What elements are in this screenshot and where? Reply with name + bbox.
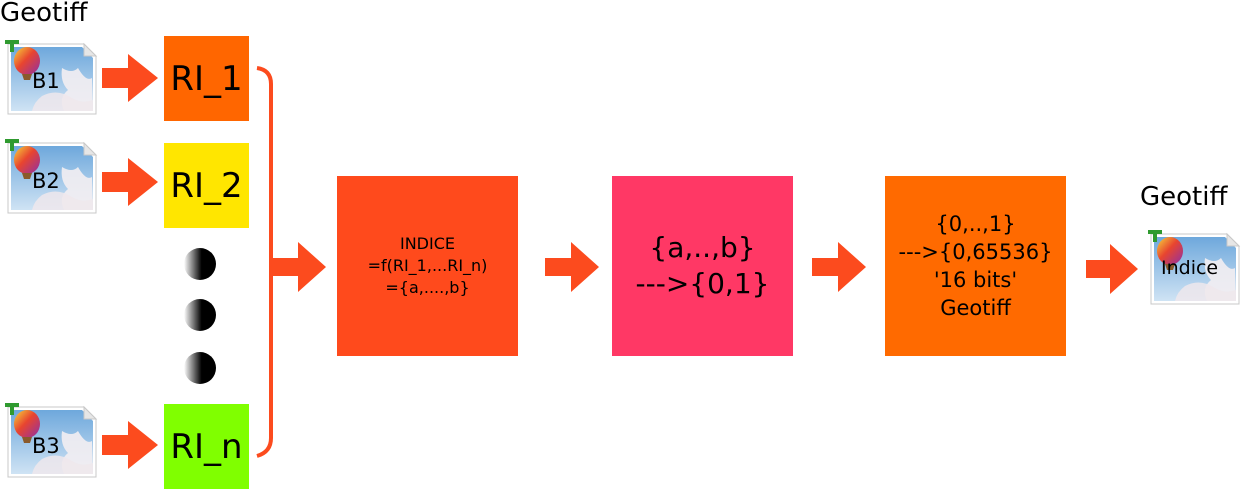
- geotiff16-line: '16 bits': [933, 268, 1018, 292]
- arrow-right-icon: [270, 242, 326, 292]
- file-caption-b1: B1: [32, 69, 60, 93]
- arrow-right-icon: [1086, 244, 1138, 294]
- ellipsis-dot: [184, 299, 216, 331]
- ellipsis-dot: [184, 352, 216, 384]
- normalize-line: --->{0,1}: [635, 267, 770, 300]
- ri-box-1: RI_1: [164, 36, 249, 121]
- geotiff16-line: {0,..,1}: [935, 212, 1016, 236]
- ri-box-2: RI_2: [164, 143, 249, 228]
- normalize-line: {a,..,b}: [649, 231, 756, 264]
- indice-line: INDICE: [399, 234, 455, 253]
- geotiff-file-icon: B2: [2, 137, 98, 215]
- geotiff-file-icon: B3: [2, 401, 98, 479]
- geotiff-file-icon: B1: [2, 38, 98, 116]
- file-caption-indice: Indice: [1161, 257, 1219, 279]
- arrow-right-icon: [102, 158, 158, 206]
- normalize-box: {a,..,b} --->{0,1}: [612, 176, 793, 356]
- ellipsis-dot: [184, 248, 216, 280]
- indice-line: =f(RI_1,...RI_n): [367, 256, 488, 275]
- input-geotiff-title: Geotiff: [0, 0, 88, 28]
- geotiff-file-icon: Indice: [1145, 228, 1241, 306]
- geotiff16-line: --->{0,65536}: [898, 240, 1053, 264]
- file-caption-b3: B3: [32, 434, 60, 458]
- indice-formula-box: INDICE =f(RI_1,...RI_n) ={a,....,b}: [337, 176, 518, 356]
- geotiff-16bit-box: {0,..,1} --->{0,65536} '16 bits' Geotiff: [885, 176, 1066, 356]
- arrow-right-icon: [102, 421, 158, 469]
- indice-line: ={a,....,b}: [385, 278, 470, 297]
- arrow-right-icon: [545, 242, 599, 292]
- ri-box-n: RI_n: [164, 404, 249, 489]
- output-geotiff-title: Geotiff: [1140, 182, 1228, 212]
- file-caption-b2: B2: [32, 169, 60, 193]
- arrow-right-icon: [102, 54, 158, 102]
- arrow-right-icon: [812, 242, 866, 292]
- geotiff16-line: Geotiff: [940, 296, 1011, 320]
